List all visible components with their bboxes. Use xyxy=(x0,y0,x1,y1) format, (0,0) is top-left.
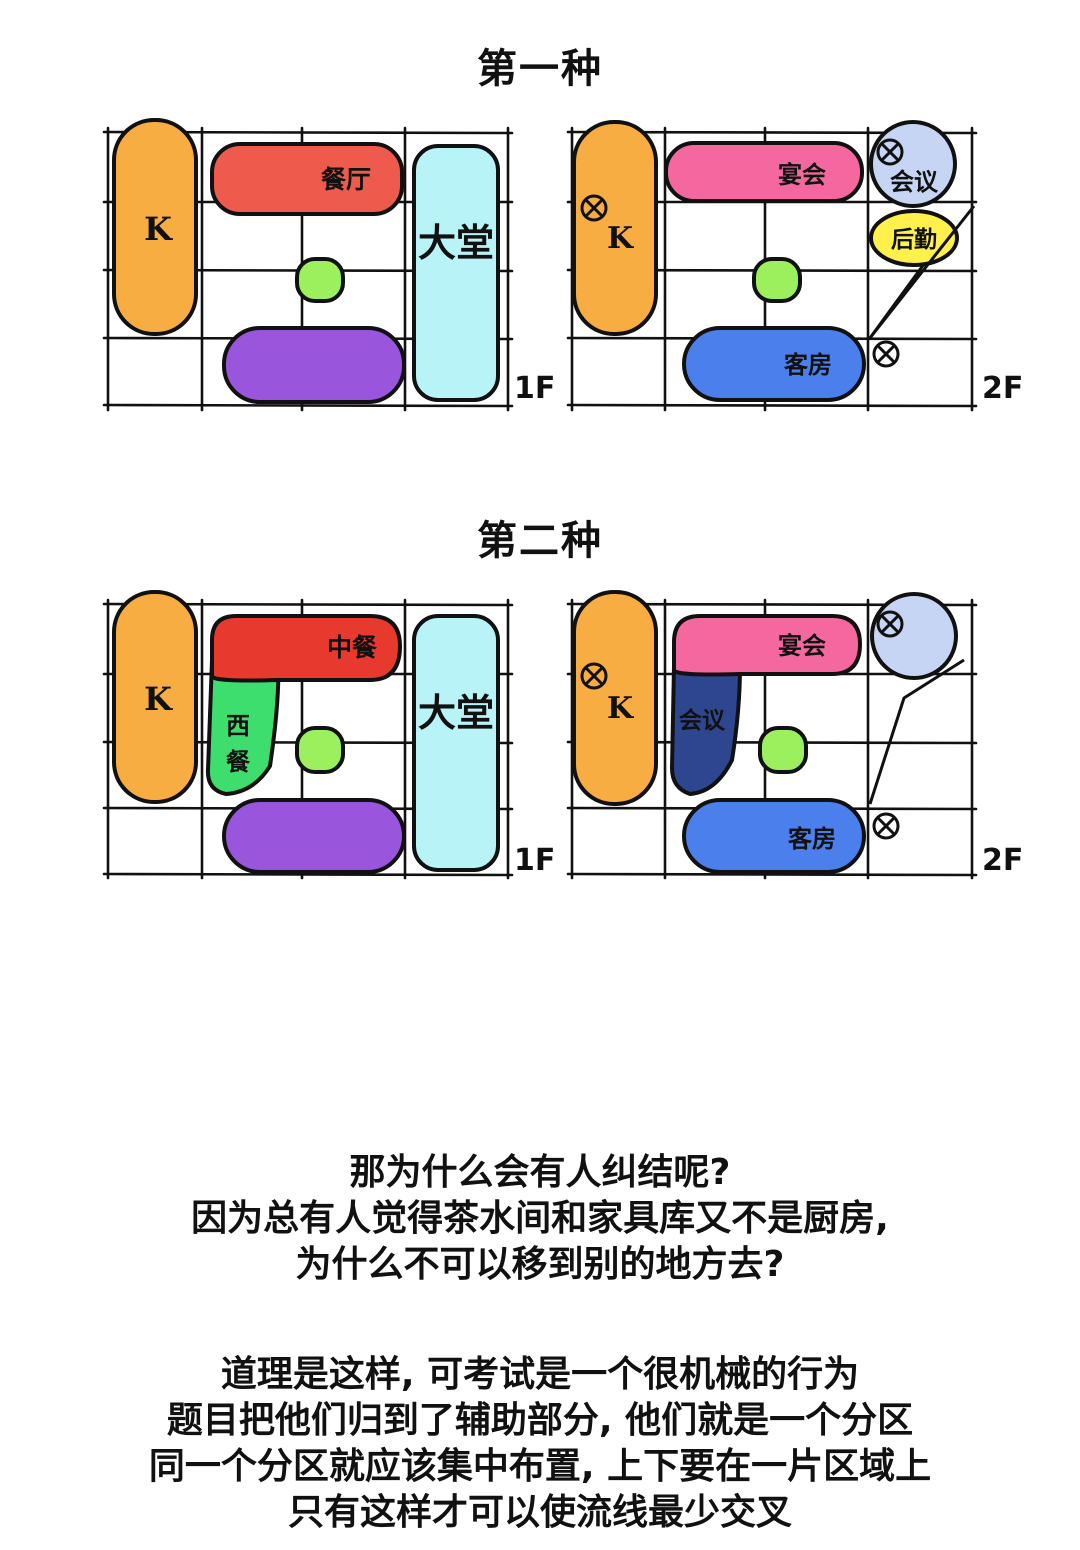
meeting-block xyxy=(870,592,958,680)
text-line: 道理是这样, 可考试是一个很机械的行为 xyxy=(220,1354,860,1395)
lobby-block xyxy=(412,144,500,402)
floor-label-2f: 2F xyxy=(982,843,1023,878)
text-line: 那为什么会有人纠结呢? xyxy=(349,1152,731,1193)
text-line: 为什么不可以移到别的地方去? xyxy=(295,1244,785,1285)
text-line: 题目把他们归到了辅助部分, 他们就是一个分区 xyxy=(166,1400,914,1441)
kitchen-block xyxy=(572,120,658,336)
kitchen-block xyxy=(112,590,198,804)
explanation-paragraph-2: 道理是这样, 可考试是一个很机械的行为 题目把他们归到了辅助部分, 他们就是一个… xyxy=(0,1352,1080,1536)
stair-marker-icon xyxy=(580,662,608,690)
logistics-leader-line xyxy=(868,205,976,340)
green-core xyxy=(752,257,802,303)
stair-marker-icon xyxy=(876,138,904,166)
chinese-restaurant-block xyxy=(210,614,402,683)
stair-marker-icon xyxy=(876,610,904,638)
text-line: 同一个分区就应该集中布置, 上下要在一片区域上 xyxy=(148,1446,932,1487)
meeting-label: 会议 xyxy=(890,168,939,196)
western-restaurant-label-bottom: 餐 xyxy=(226,748,251,776)
banquet-block xyxy=(664,141,864,203)
western-restaurant-block xyxy=(205,658,281,796)
kitchen-label: K xyxy=(607,691,634,726)
scheme-1-floor-2-diagram: K 宴会 会议 后勤 客房 2F xyxy=(540,0,1080,440)
logistics-label: 后勤 xyxy=(891,227,937,253)
green-core xyxy=(295,726,345,774)
scheme-2-floor-2-diagram: K 会议 宴会 客房 2F xyxy=(540,470,1080,910)
guest-rooms-label: 客房 xyxy=(788,825,836,853)
lobby-label: 大堂 xyxy=(418,220,494,265)
banquet-label: 宴会 xyxy=(778,632,826,660)
floor-label-2f: 2F xyxy=(982,371,1023,406)
restaurant-label: 餐厅 xyxy=(321,165,371,194)
scheme-2-floor-1-diagram: K 西 餐 中餐 大堂 1F xyxy=(0,470,555,910)
meeting-block-dark xyxy=(670,664,742,796)
logistics-block xyxy=(869,209,959,267)
guest-room-block-2f xyxy=(682,798,866,874)
meeting-block xyxy=(869,120,957,208)
lobby-block xyxy=(412,614,500,872)
guest-rooms-label: 客房 xyxy=(784,351,832,379)
stair-leader-line xyxy=(868,658,965,805)
guest-room-block-2f xyxy=(682,326,866,402)
banquet-block xyxy=(672,614,862,677)
kitchen-block xyxy=(112,118,198,336)
kitchen-block xyxy=(572,590,658,806)
guest-room-block-1f xyxy=(222,326,406,404)
chinese-restaurant-label: 中餐 xyxy=(327,633,378,662)
stair-marker-icon xyxy=(580,194,608,222)
lobby-label: 大堂 xyxy=(418,690,494,735)
meeting-label: 会议 xyxy=(679,707,726,734)
text-line: 只有这样才可以使流线最少交叉 xyxy=(287,1492,792,1533)
kitchen-label: K xyxy=(144,210,173,248)
stair-marker-icon xyxy=(872,812,900,840)
stair-marker-icon xyxy=(872,340,900,368)
kitchen-label: K xyxy=(607,221,634,256)
kitchen-label: K xyxy=(144,680,173,718)
scheme-2-title: 第二种 xyxy=(477,518,603,564)
floor-label-1f: 1F xyxy=(514,371,555,406)
scheme-1-floor-1-diagram: K 餐厅 大堂 1F xyxy=(0,0,555,440)
text-line: 因为总有人觉得茶水间和家具库又不是厨房, xyxy=(191,1198,889,1239)
green-core xyxy=(758,726,808,774)
explanation-paragraph-1: 那为什么会有人纠结呢? 因为总有人觉得茶水间和家具库又不是厨房, 为什么不可以移… xyxy=(0,1150,1080,1288)
western-restaurant-label-top: 西 xyxy=(226,712,250,740)
banquet-label: 宴会 xyxy=(778,161,826,189)
guest-room-block-1f xyxy=(222,798,406,874)
restaurant-block xyxy=(210,142,404,216)
floor-label-1f: 1F xyxy=(514,843,555,878)
scheme-1-title: 第一种 xyxy=(477,46,603,92)
green-core xyxy=(295,257,345,303)
